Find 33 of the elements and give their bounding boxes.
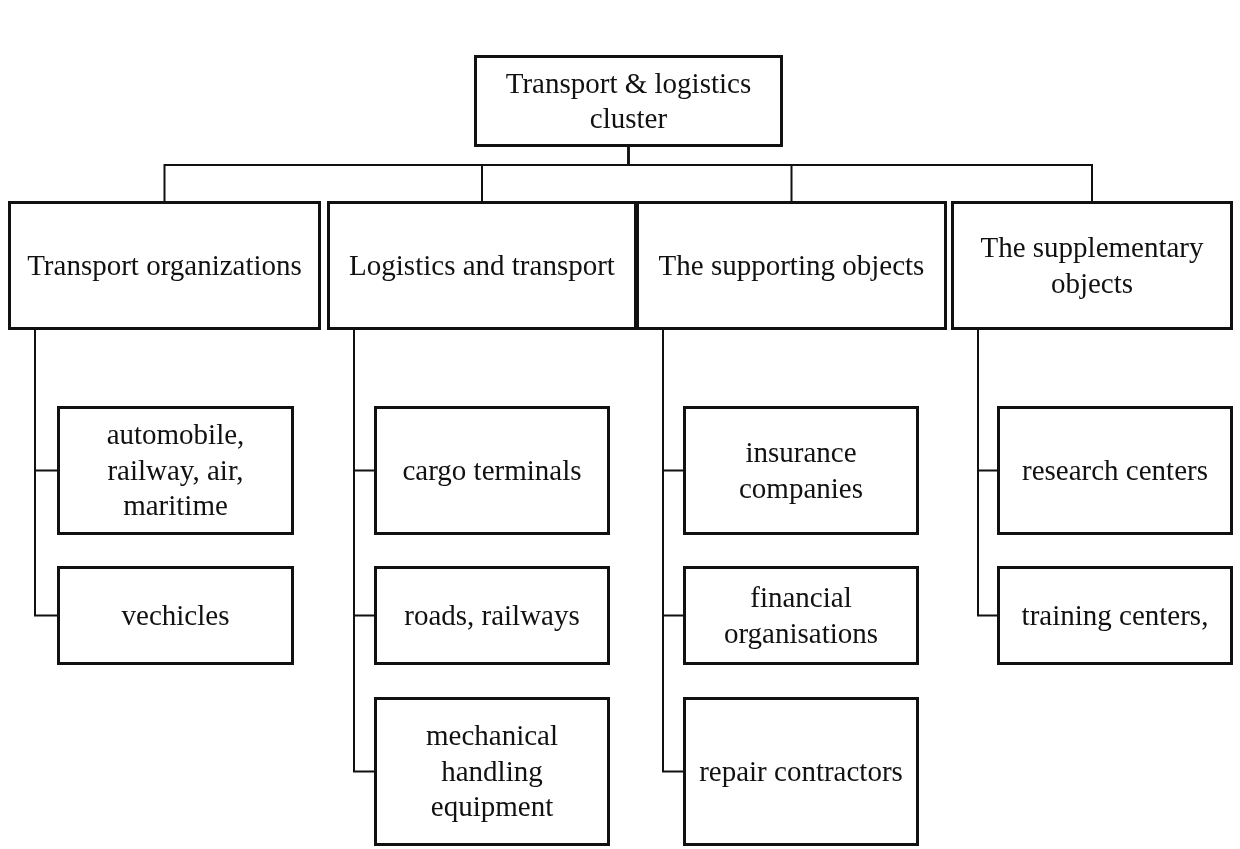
box-label: research centers bbox=[1021, 452, 1209, 488]
connector-line bbox=[627, 146, 1093, 202]
item-box bbox=[683, 406, 919, 535]
item-box bbox=[683, 697, 919, 846]
box-label: Transport organizations bbox=[26, 247, 303, 283]
box-label: insurance companies bbox=[738, 435, 864, 506]
connector-line bbox=[34, 329, 58, 617]
box-label: Transport & logistics cluster bbox=[504, 65, 753, 136]
category-box bbox=[327, 201, 637, 330]
box-label: mechanical handling equipment bbox=[425, 718, 559, 825]
category-box bbox=[636, 201, 947, 330]
category-box bbox=[951, 201, 1233, 330]
item-box bbox=[374, 566, 610, 665]
box-label: The supporting objects bbox=[657, 247, 926, 283]
connector-line bbox=[977, 329, 998, 617]
box-label: financial organisations bbox=[722, 580, 880, 651]
box-label: repair contractors bbox=[698, 753, 904, 789]
box-label: The supplementary objects bbox=[979, 230, 1205, 301]
root-box bbox=[474, 55, 783, 147]
box-label: Logistics and transport bbox=[348, 247, 616, 283]
item-box bbox=[997, 566, 1233, 665]
box-label: vechicles bbox=[120, 597, 231, 633]
category-box bbox=[8, 201, 321, 330]
item-box bbox=[374, 406, 610, 535]
box-label: roads, railways bbox=[403, 597, 581, 633]
item-box bbox=[683, 566, 919, 665]
item-box bbox=[997, 406, 1233, 535]
box-label: training centers, bbox=[1020, 597, 1210, 633]
item-box bbox=[57, 566, 294, 665]
box-label: cargo terminals bbox=[401, 452, 583, 488]
item-box bbox=[374, 697, 610, 846]
item-box bbox=[57, 406, 294, 535]
box-label: automobile, railway, air, maritime bbox=[105, 417, 246, 524]
